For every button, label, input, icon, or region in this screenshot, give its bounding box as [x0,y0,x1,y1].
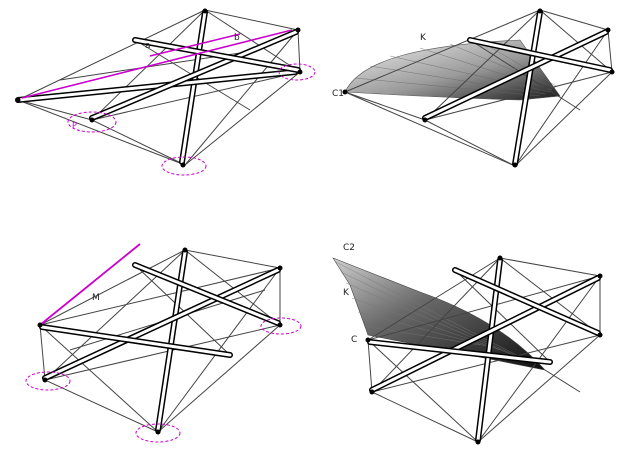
label-k: K [420,33,427,43]
struts [15,9,301,165]
support-ring [260,317,302,335]
struts [367,257,601,443]
support-ring [67,111,117,133]
panel-bottom-left: M [25,243,302,443]
cables [344,9,613,167]
nodes [342,8,615,168]
surface-rulings [354,40,557,97]
struts [422,9,613,167]
panel-top-left: a b P [15,8,316,176]
label-c: C [351,335,357,345]
panel-top-right: K C1 [332,8,615,168]
support-ring [161,156,207,176]
label-m: M [92,293,100,303]
label-b: b [234,33,240,43]
nodes [365,255,603,445]
label-c2: C2 [343,243,355,253]
label-a: a [145,41,151,51]
highlight-members [21,29,316,176]
panel-bottom-right: C2 K C [332,243,603,445]
highlight-members [25,243,302,443]
label-c1: C1 [332,89,344,99]
label-p: P [72,121,77,130]
support-ring [278,63,316,81]
nodes [15,8,303,168]
struts [39,249,281,433]
support-ring [135,423,181,443]
cables [39,249,281,433]
label-k-bottom: K [343,288,350,298]
support-ring [25,371,71,391]
nodes [37,247,283,435]
